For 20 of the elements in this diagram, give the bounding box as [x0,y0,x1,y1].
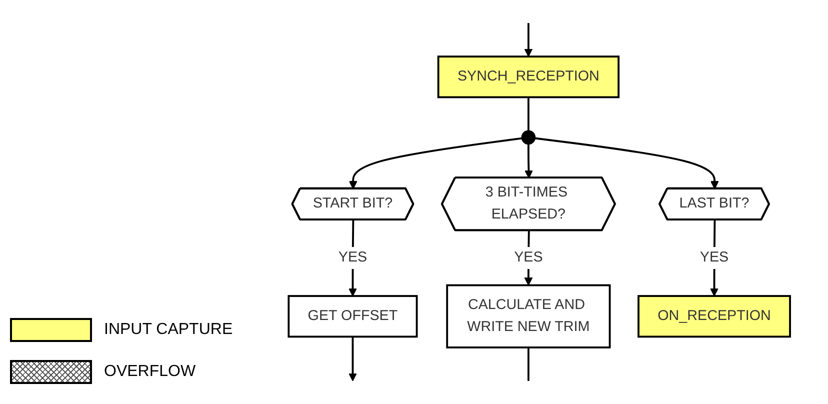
edge-label: YES [514,246,542,268]
decision-hexagon: LAST BIT? [658,187,770,220]
arrow [534,137,718,190]
arrow [348,336,357,382]
edge-label: YES [338,246,367,268]
process-box: GET OFFSET [287,295,418,338]
arrow [348,137,522,190]
connector [527,97,530,131]
decision-hexagon: START BIT? [290,187,414,220]
process-box: SYNCH_RECEPTION [437,56,620,98]
connector [527,347,530,381]
edge-label: YES [700,246,728,268]
legend-label: OVERFLOW [104,363,196,381]
arrow [524,144,533,178]
decision-hexagon: 3 BIT-TIMES ELAPSED? [440,176,616,232]
process-box: CALCULATE AND WRITE NEW TRIM [446,284,610,348]
junction-dot [520,130,536,145]
process-box: ON_RECEPTION [637,295,791,338]
legend-label: INPUT CAPTURE [104,321,233,339]
arrow [524,23,532,57]
